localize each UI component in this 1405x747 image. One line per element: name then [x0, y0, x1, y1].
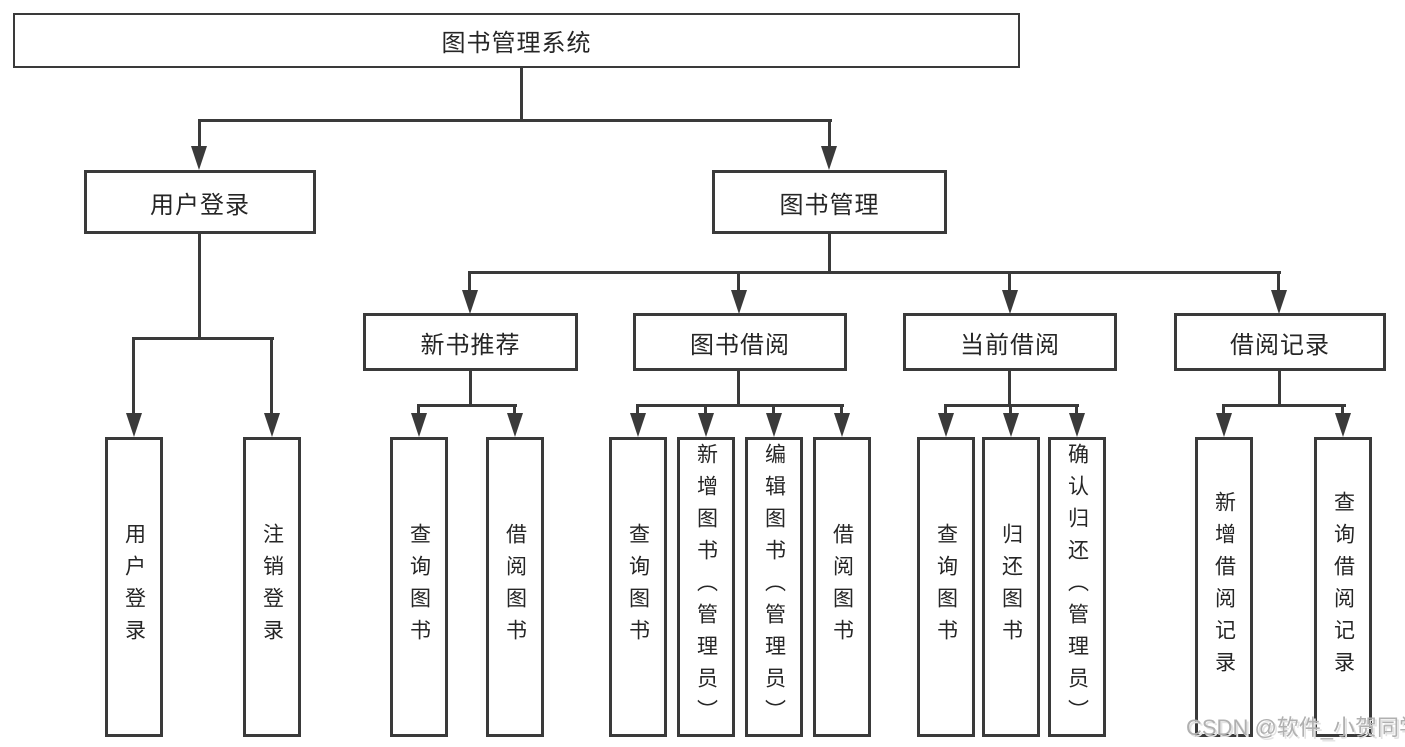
leaf-edit-books-admin-label: 编辑图书（管理员） [762, 443, 786, 731]
arrowhead-confirm-return [1069, 413, 1085, 437]
arrowhead-query-books-2 [630, 413, 646, 437]
watermark: CSDN @软件_小贺同学 [1186, 715, 1405, 740]
line-borrow-record-stem [1278, 371, 1281, 407]
arrowhead-edit-books [766, 413, 782, 437]
line-level2-rail [198, 119, 832, 122]
leaf-return-books: 归还图书 [982, 437, 1040, 737]
node-user-login-label: 用户登录 [150, 191, 250, 219]
line-drop-query-books-3 [944, 404, 947, 416]
line-book-management-stem [828, 234, 831, 274]
line-drop-query-books-1 [417, 404, 420, 416]
node-borrow-record-label: 借阅记录 [1230, 331, 1330, 359]
node-borrow-record: 借阅记录 [1174, 313, 1386, 371]
leaf-edit-books-admin: 编辑图书（管理员） [745, 437, 803, 737]
node-new-book-recommend: 新书推荐 [363, 313, 578, 371]
arrowhead-current-borrow [1002, 290, 1018, 314]
line-drop-current-borrow [1008, 271, 1011, 293]
arrowhead-query-borrow-record [1335, 413, 1351, 437]
arrowhead-borrow-record [1271, 290, 1287, 314]
node-new-book-recommend-label: 新书推荐 [420, 331, 521, 359]
node-current-borrow-label: 当前借阅 [960, 331, 1060, 359]
leaf-query-borrow-record-label: 查询借阅记录 [1331, 491, 1355, 683]
line-root-stem [520, 67, 523, 122]
leaf-query-books-current: 查询图书 [917, 437, 975, 737]
node-user-login: 用户登录 [84, 170, 316, 234]
leaf-confirm-return-admin-label: 确认归还（管理员） [1065, 443, 1089, 731]
line-drop-borrow-record [1277, 271, 1280, 293]
leaf-user-login: 用户登录 [105, 437, 163, 737]
leaf-borrow-books: 借阅图书 [813, 437, 871, 737]
line-drop-book-borrow [737, 271, 740, 293]
leaf-borrow-books-recommend-label: 借阅图书 [503, 523, 527, 651]
arrowhead-query-books-3 [938, 413, 954, 437]
arrowhead-new-book-recommend [462, 290, 478, 314]
line-user-login-stem [198, 234, 201, 340]
leaf-add-books-admin: 新增图书（管理员） [677, 437, 735, 737]
node-root: 图书管理系统 [13, 13, 1020, 68]
leaf-query-books-borrow: 查询图书 [609, 437, 667, 737]
arrowhead-user-login [191, 146, 207, 170]
leaf-logout-login-label: 注销登录 [260, 523, 284, 651]
leaf-borrow-books-label: 借阅图书 [830, 523, 854, 651]
line-borrow-record-rail [1222, 404, 1346, 407]
line-level3-rail [468, 271, 1281, 274]
arrowhead-book-management [821, 146, 837, 170]
leaf-return-books-label: 归还图书 [999, 523, 1023, 651]
leaf-user-login-label: 用户登录 [122, 523, 146, 651]
leaf-query-books-borrow-label: 查询图书 [626, 523, 650, 651]
node-book-borrow: 图书借阅 [633, 313, 847, 371]
leaf-query-books-recommend-label: 查询图书 [407, 523, 431, 651]
line-drop-book-management [828, 119, 831, 151]
leaf-logout-login: 注销登录 [243, 437, 301, 737]
line-new-book-recommend-rail [417, 404, 517, 407]
node-current-borrow: 当前借阅 [903, 313, 1117, 371]
line-drop-borrow-books-1 [513, 404, 516, 416]
line-drop-confirm-return [1075, 404, 1078, 416]
node-book-management-label: 图书管理 [779, 191, 880, 219]
leaf-add-books-admin-label: 新增图书（管理员） [694, 443, 718, 731]
arrowhead-leaf-logout [264, 413, 280, 437]
line-drop-query-books-2 [636, 404, 639, 416]
node-book-borrow-label: 图书借阅 [690, 331, 790, 359]
arrowhead-return-books [1003, 413, 1019, 437]
line-drop-new-book-recommend [468, 271, 471, 293]
line-new-book-recommend-stem [469, 371, 472, 407]
line-current-borrow-stem [1008, 371, 1011, 407]
line-user-login-rail [132, 337, 274, 340]
line-drop-leaf-user-login [132, 337, 135, 417]
arrowhead-leaf-user-login [126, 413, 142, 437]
arrowhead-book-borrow [731, 290, 747, 314]
line-drop-user-login [198, 119, 201, 151]
leaf-add-borrow-record: 新增借阅记录 [1195, 437, 1253, 737]
node-book-management: 图书管理 [712, 170, 947, 234]
leaf-confirm-return-admin: 确认归还（管理员） [1048, 437, 1106, 737]
line-drop-query-borrow-record [1341, 404, 1344, 416]
leaf-query-borrow-record: 查询借阅记录 [1314, 437, 1372, 737]
leaf-add-borrow-record-label: 新增借阅记录 [1212, 491, 1236, 683]
line-drop-return-books [1009, 404, 1012, 416]
line-drop-add-borrow-record [1222, 404, 1225, 416]
line-drop-add-books [704, 404, 707, 416]
leaf-query-books-current-label: 查询图书 [934, 523, 958, 651]
line-book-borrow-rail [636, 404, 844, 407]
line-drop-borrow-books-2 [840, 404, 843, 416]
arrowhead-borrow-books-1 [507, 413, 523, 437]
leaf-query-books-recommend: 查询图书 [390, 437, 448, 737]
arrowhead-borrow-books-2 [834, 413, 850, 437]
arrowhead-add-books [698, 413, 714, 437]
line-drop-leaf-logout [270, 337, 273, 417]
line-drop-edit-books [772, 404, 775, 416]
leaf-borrow-books-recommend: 借阅图书 [486, 437, 544, 737]
node-root-label: 图书管理系统 [441, 30, 592, 57]
arrowhead-query-books-1 [411, 413, 427, 437]
line-book-borrow-stem [737, 371, 740, 407]
arrowhead-add-borrow-record [1216, 413, 1232, 437]
